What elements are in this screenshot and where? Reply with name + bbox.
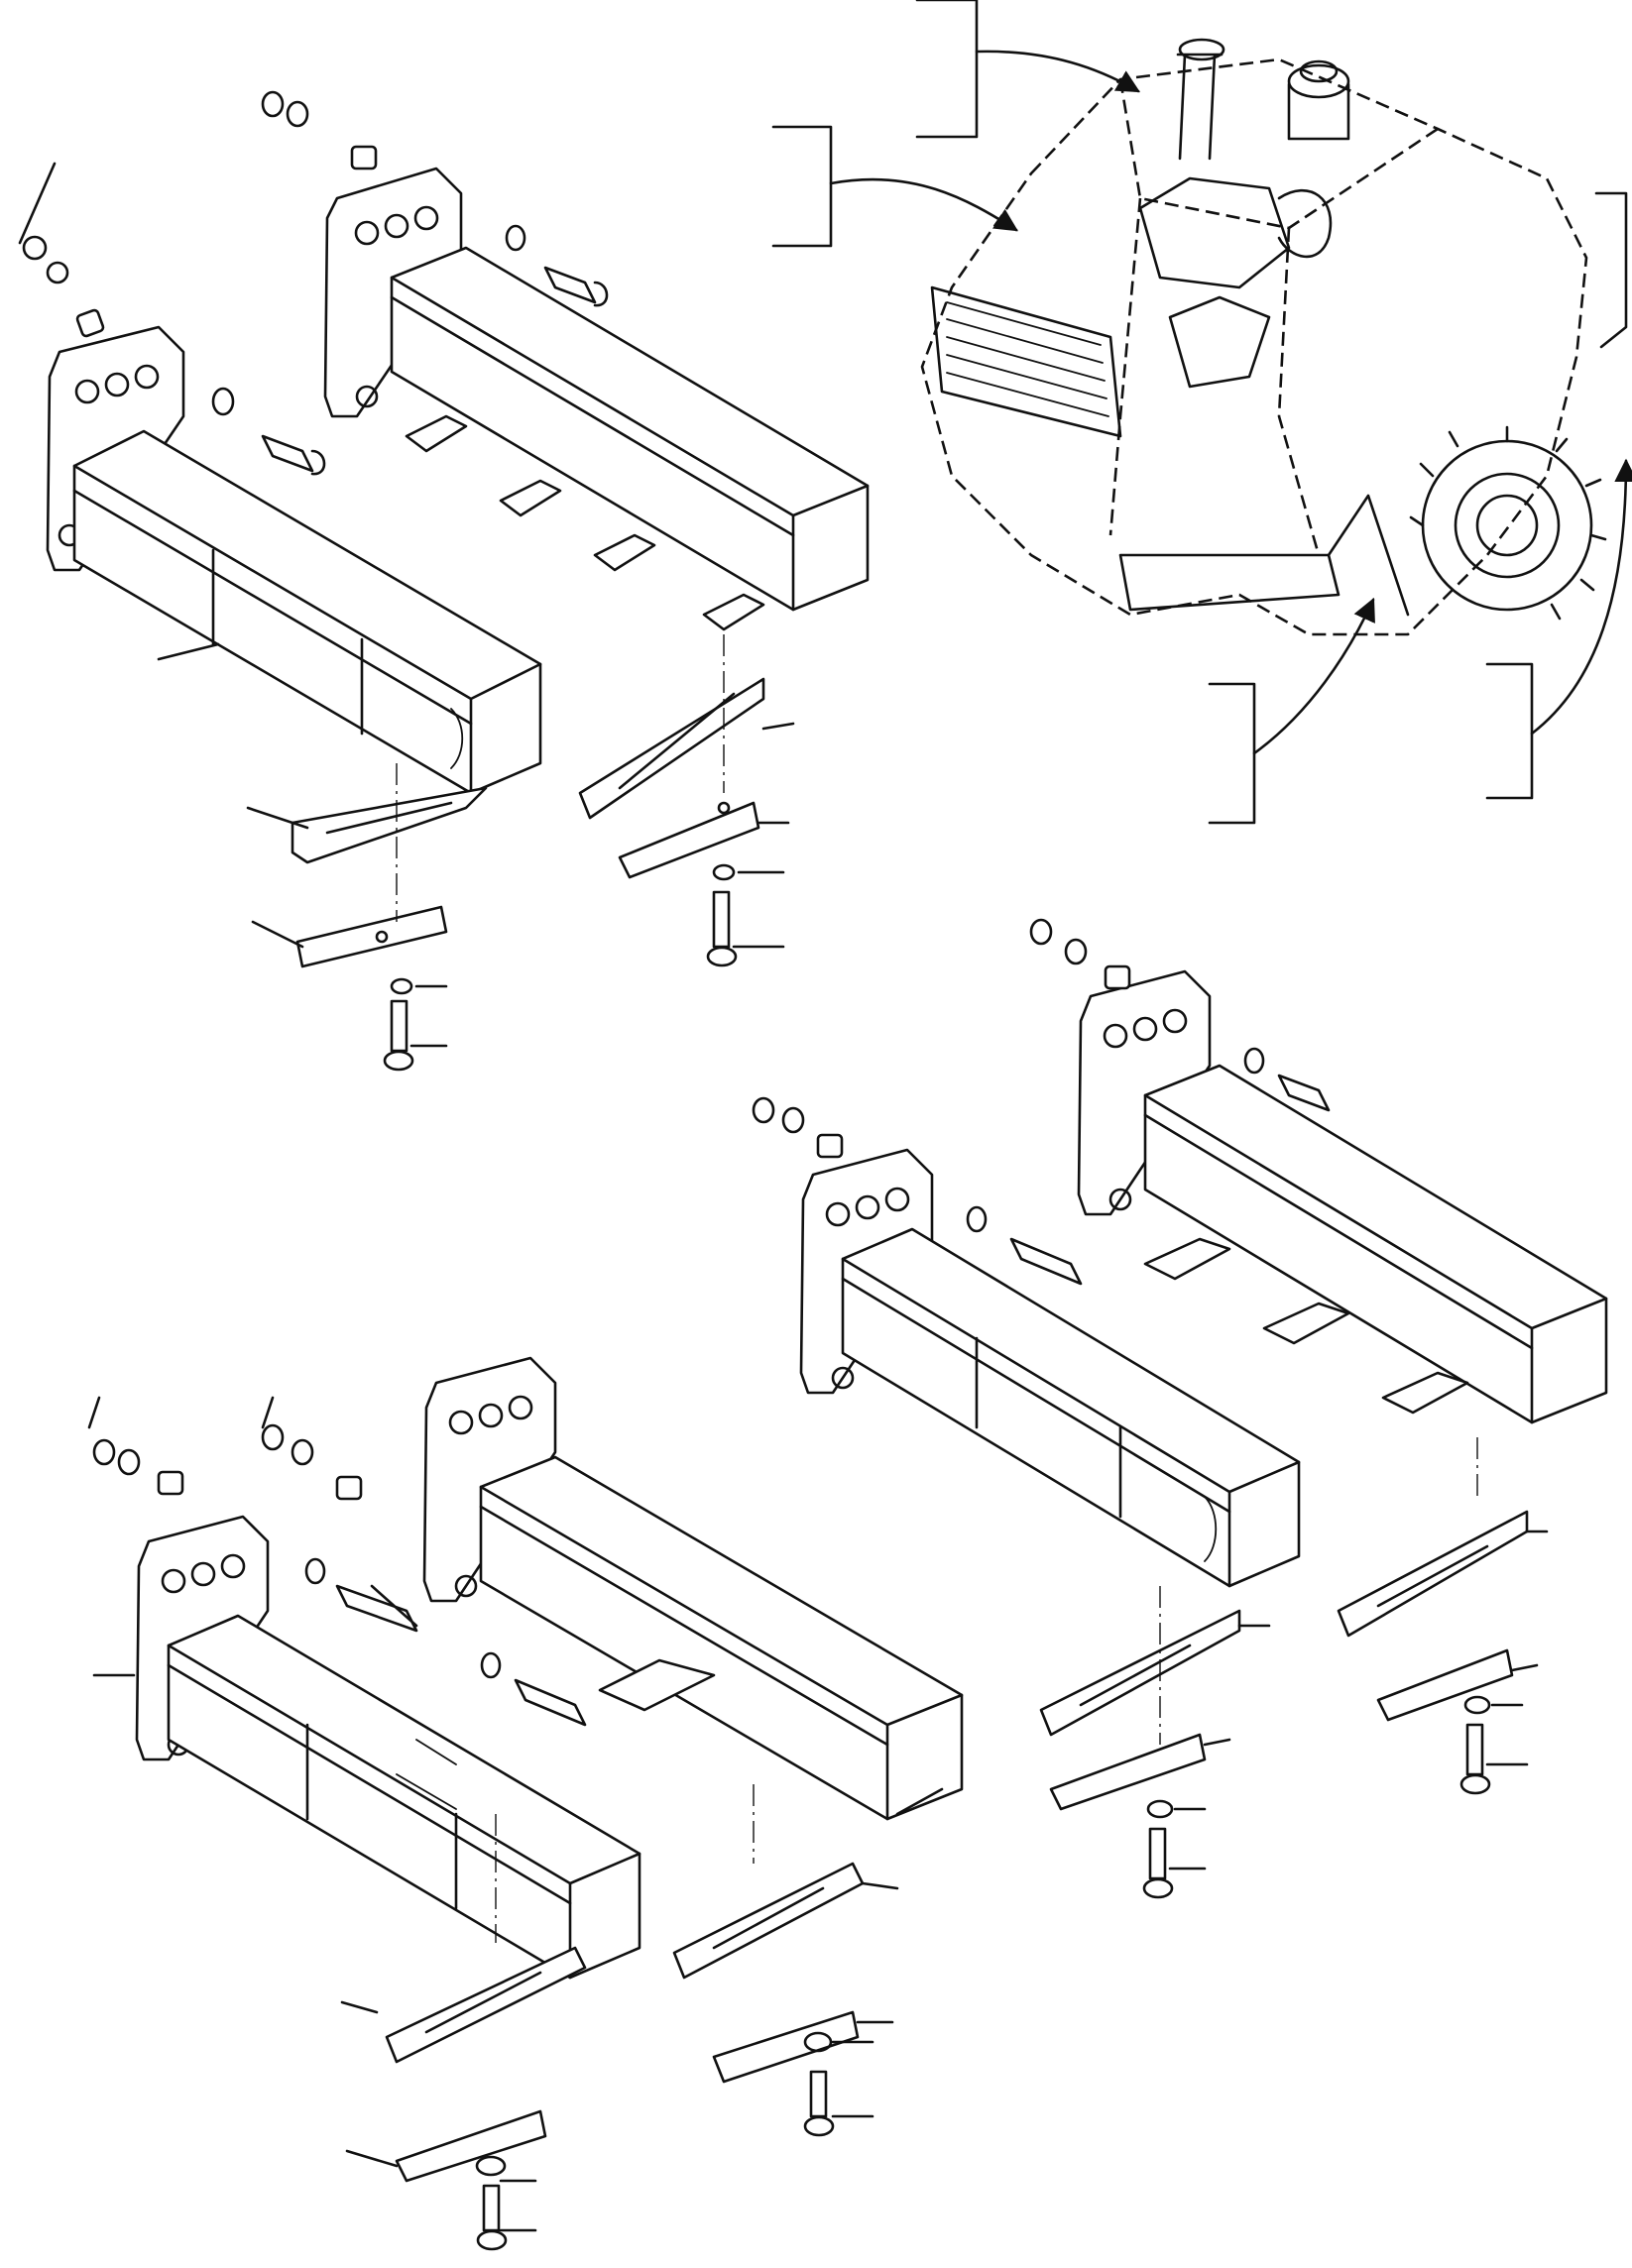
- radiator-grille: [930, 285, 1122, 438]
- drive-sprocket: [1409, 425, 1607, 621]
- upper-left-rail: [18, 162, 542, 1072]
- ref-bracket-3: [1208, 682, 1256, 825]
- ref-bracket-4: [1485, 662, 1534, 800]
- lower-left-rail: [87, 1356, 964, 2251]
- upper-right-rail: [261, 90, 870, 967]
- fastener-set: [752, 918, 1331, 1286]
- middle-right-rail: [752, 918, 1608, 1899]
- ref-bracket-5: [1594, 191, 1628, 349]
- machine-overview: [771, 0, 1632, 825]
- fastener-set: [92, 1423, 587, 1727]
- ref-bracket-1: [915, 0, 979, 139]
- fastener-set: [261, 90, 609, 307]
- fastener-set: [18, 162, 326, 476]
- ref-bracket-2: [771, 125, 833, 248]
